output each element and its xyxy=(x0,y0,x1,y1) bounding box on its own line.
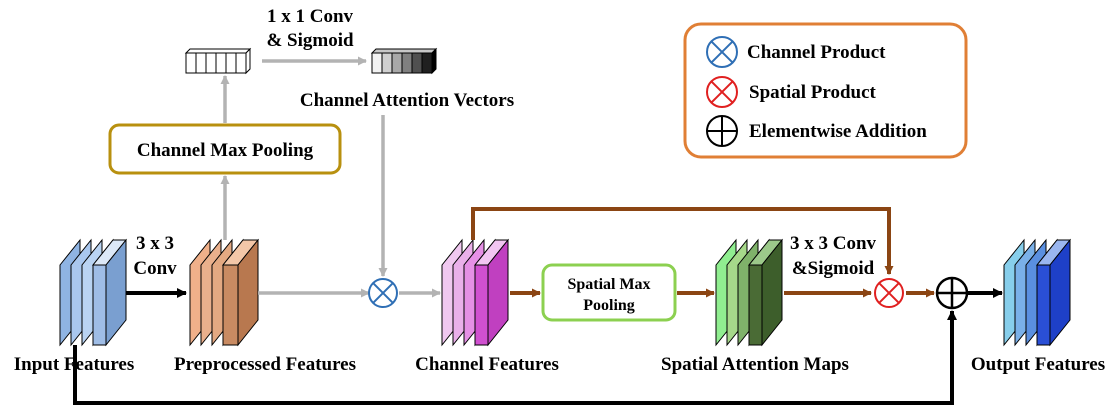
channel-attention-vectors-label: Channel Attention Vectors xyxy=(300,90,514,111)
output-features-block xyxy=(1003,238,1072,347)
legend: Channel Product Spatial Product Elementw… xyxy=(683,22,968,159)
pooled-vector xyxy=(184,47,252,75)
input-features-label: Input Features xyxy=(14,354,135,375)
conv1x1-label-line1: 1 x 1 Conv xyxy=(267,6,354,27)
conv1x1-label-line2: & Sigmoid xyxy=(266,30,354,51)
legend-elementwise-addition: Elementwise Addition xyxy=(749,121,927,142)
channel-features-block xyxy=(441,238,510,347)
channel-product-legend-icon xyxy=(706,36,738,68)
output-features-label: Output Features xyxy=(971,354,1105,375)
conv3x3-label-line1: 3 x 3 xyxy=(136,233,174,254)
spatial-product-symbol xyxy=(874,278,904,308)
preprocessed-features-block xyxy=(189,238,260,347)
input-features-block xyxy=(59,238,128,347)
channel-skip-arrow xyxy=(471,207,894,275)
residual-skip-arrow xyxy=(73,310,957,405)
legend-spatial-product: Spatial Product xyxy=(749,82,877,103)
channel-product-symbol xyxy=(368,278,398,308)
spatial-max-pooling-label-line2: Pooling xyxy=(583,297,635,314)
channel-max-pooling-label: Channel Max Pooling xyxy=(137,140,314,161)
spatial-max-pooling-label-line1: Spatial Max xyxy=(567,276,650,293)
channel-max-pooling-box: Channel Max Pooling xyxy=(108,123,342,175)
conv-sigmoid-label-line1: 3 x 3 Conv xyxy=(790,233,877,254)
channel-attention-vector xyxy=(370,47,438,75)
elementwise-addition-legend-icon xyxy=(706,115,738,147)
conv3x3-label-line2: Conv xyxy=(133,258,177,279)
preprocessed-features-label: Preprocessed Features xyxy=(174,354,356,375)
conv-sigmoid-label-line2: &Sigmoid xyxy=(792,258,875,279)
spatial-product-legend-icon xyxy=(706,76,738,108)
elementwise-addition-symbol xyxy=(935,276,969,310)
legend-channel-product: Channel Product xyxy=(747,42,886,63)
spatial-attention-maps-label: Spatial Attention Maps xyxy=(661,354,849,375)
spatial-max-pooling-box: Spatial Max Pooling xyxy=(541,263,677,322)
spatial-attention-maps-block xyxy=(715,238,784,347)
channel-features-label: Channel Features xyxy=(415,354,559,375)
